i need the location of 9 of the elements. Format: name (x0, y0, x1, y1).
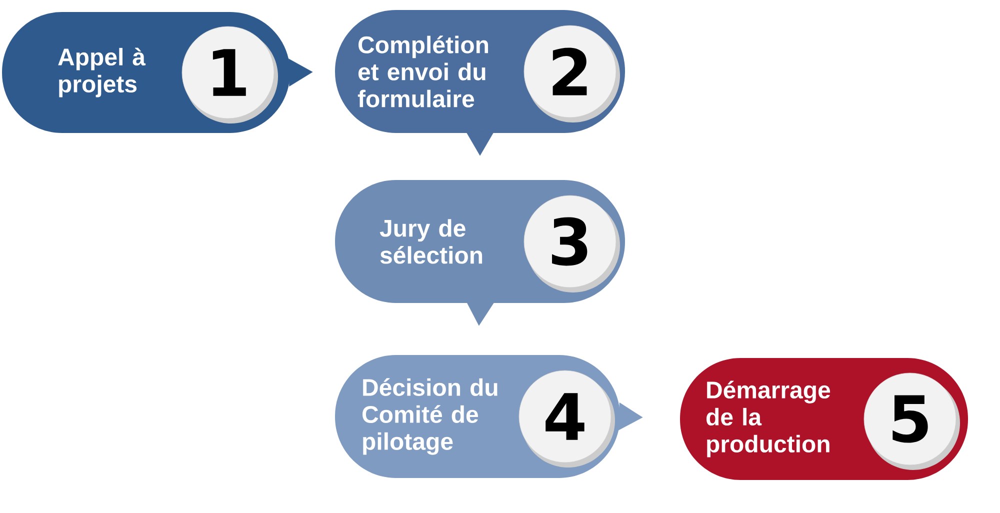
step-pill: Décision du Comité de pilotage 4 (335, 355, 620, 478)
arrow (466, 301, 494, 326)
arrow (618, 402, 643, 430)
step-pill: Démarrage de la production 5 (680, 358, 968, 480)
step-pill: Jury de sélection 3 (335, 180, 625, 303)
arrow (466, 132, 494, 156)
step-pill: Complétion et envoi du formulaire 2 (335, 10, 625, 133)
arrow (288, 58, 313, 86)
step-pill: Appel à projets 1 (2, 12, 290, 133)
